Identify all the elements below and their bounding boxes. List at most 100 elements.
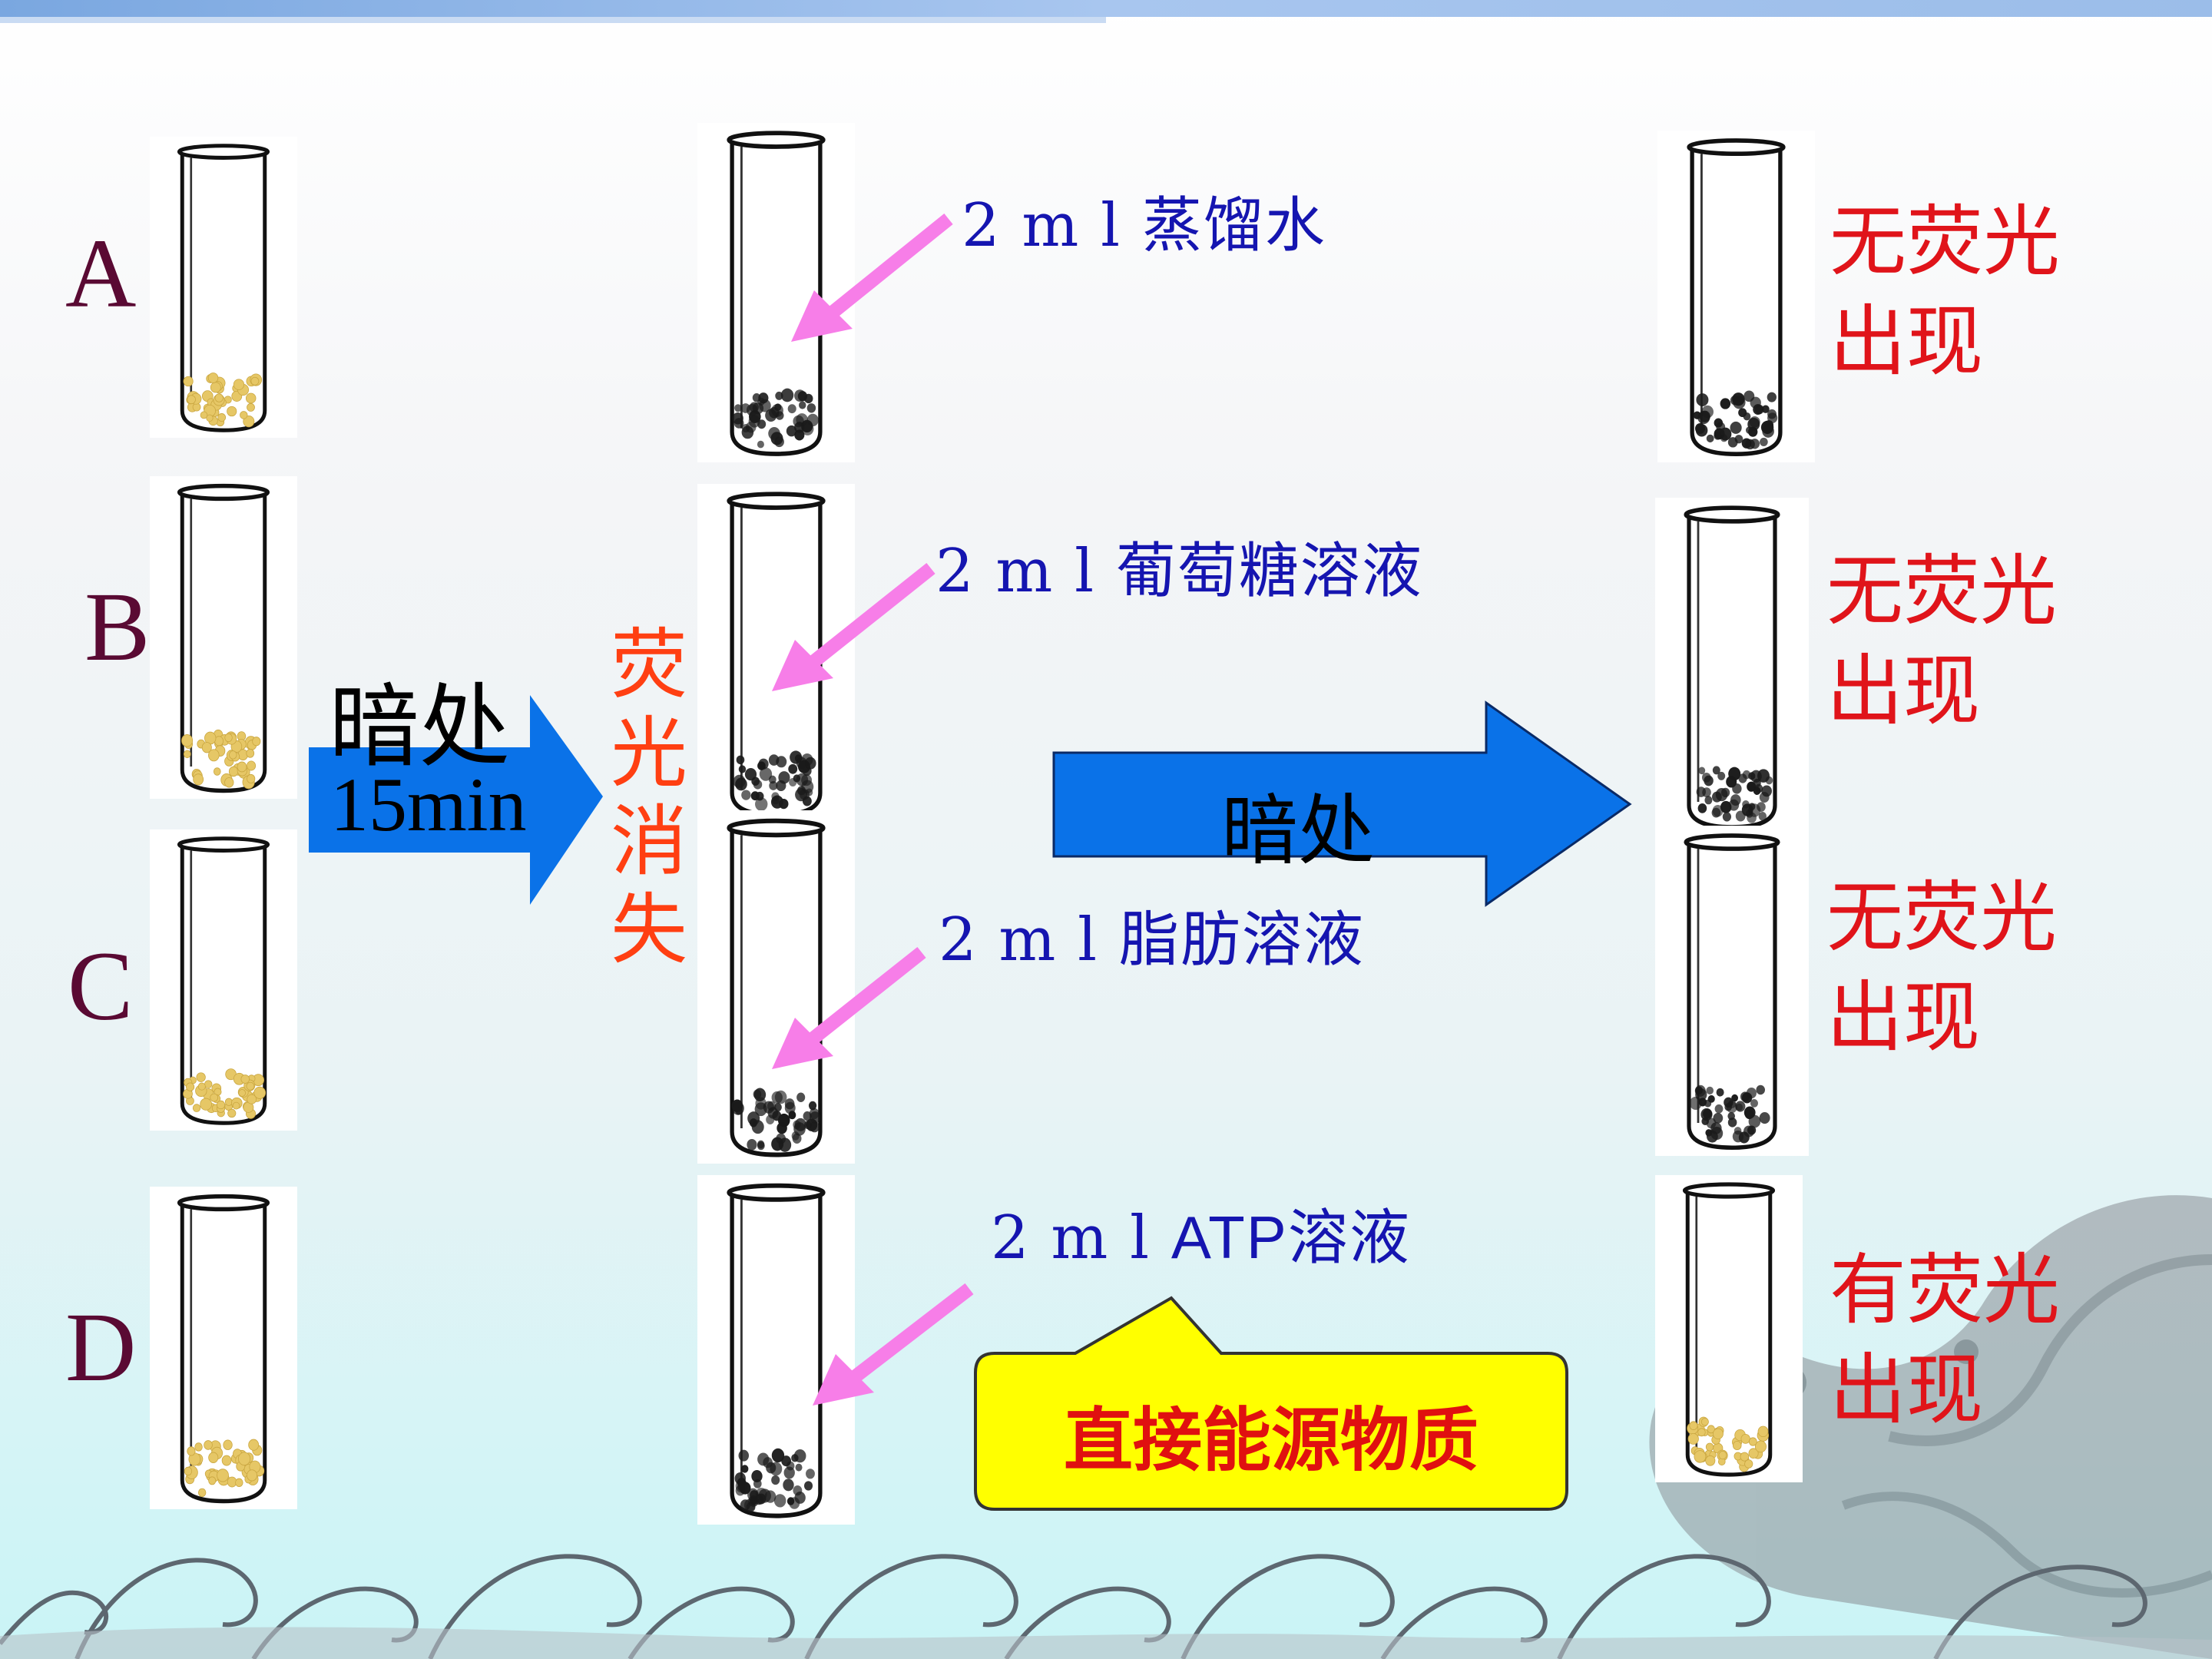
seed	[197, 1488, 207, 1498]
tube-glass	[180, 495, 267, 793]
seed	[1696, 393, 1709, 406]
seed	[774, 403, 782, 412]
seed	[751, 1470, 763, 1482]
seed	[243, 415, 255, 428]
seed	[201, 742, 212, 753]
seed	[794, 1492, 806, 1504]
seed	[1743, 390, 1755, 402]
seed	[757, 440, 764, 449]
seed	[794, 389, 806, 402]
seed	[756, 1493, 767, 1505]
seed	[1745, 439, 1755, 450]
seed	[1711, 807, 1721, 818]
quench-label: 荧 光 消 失	[607, 621, 691, 974]
seed	[771, 1448, 785, 1463]
seed	[186, 1082, 195, 1091]
seed	[246, 748, 255, 758]
seed	[771, 1091, 783, 1104]
seed	[253, 1086, 267, 1099]
seed	[194, 1442, 203, 1452]
step1-arrow	[309, 695, 603, 905]
reagent-name: 蒸馏水	[1141, 191, 1326, 260]
seed	[1767, 392, 1777, 402]
seed	[216, 1100, 226, 1110]
seed	[247, 773, 256, 784]
tube-rim	[1684, 505, 1780, 524]
seed	[1732, 1440, 1742, 1450]
seed	[200, 1098, 213, 1111]
seed	[1689, 1096, 1702, 1111]
seed	[1753, 778, 1761, 787]
seed	[1706, 434, 1714, 443]
seed	[791, 1454, 799, 1462]
seed	[223, 1439, 233, 1450]
seed	[1732, 392, 1745, 406]
tube-c-result	[1655, 826, 1809, 1156]
seed	[1713, 1112, 1724, 1124]
reagent-label-d: 2 m l ATP溶液	[991, 1207, 1411, 1268]
seed	[1700, 1108, 1713, 1121]
seed	[238, 1452, 251, 1466]
seed	[735, 1479, 748, 1493]
seed	[780, 388, 794, 402]
seed	[1714, 432, 1722, 440]
seed	[749, 402, 759, 412]
seed	[214, 393, 224, 402]
seed	[1705, 1455, 1716, 1466]
seed	[1735, 1101, 1746, 1112]
seed	[1694, 1450, 1707, 1463]
seed	[1705, 1442, 1714, 1452]
seed	[1762, 425, 1774, 438]
seed	[227, 406, 237, 417]
seed	[759, 767, 773, 781]
reagent-label-a: 2 m l 蒸馏水	[962, 196, 1326, 256]
seed	[1757, 1426, 1769, 1438]
tube-glass	[1687, 845, 1777, 1151]
reagent-amount: 2 m l	[939, 906, 1119, 975]
seed	[1747, 417, 1760, 431]
pointer-d	[813, 1283, 974, 1406]
seed	[794, 754, 803, 763]
seed	[1721, 787, 1730, 798]
reagent-pointers	[772, 213, 974, 1406]
seed	[227, 1108, 237, 1118]
seed	[1727, 1118, 1737, 1128]
seed	[208, 749, 220, 762]
test-tube-icon	[727, 492, 826, 817]
seed	[247, 1094, 257, 1104]
seed	[252, 737, 261, 747]
seed	[1696, 786, 1706, 797]
seed	[1689, 1421, 1698, 1431]
seed	[200, 411, 208, 419]
tube-d-result	[1655, 1175, 1803, 1482]
seed	[1747, 1125, 1757, 1135]
seed	[794, 429, 805, 441]
seed	[1748, 803, 1761, 817]
seed	[801, 422, 814, 435]
seed	[181, 733, 194, 747]
tube-rim	[1684, 833, 1780, 851]
seed	[1742, 770, 1751, 780]
test-tube-icon	[1687, 138, 1786, 457]
result-line: 出现	[1830, 1345, 1983, 1435]
seed	[224, 777, 234, 788]
pointer-b	[772, 562, 935, 691]
tube-c-reagent	[697, 810, 855, 1164]
result-line: 出现	[1826, 646, 1980, 736]
step1-label-dark: 暗处	[329, 674, 511, 780]
seed	[233, 379, 245, 390]
seed	[793, 1122, 806, 1136]
seed	[217, 413, 227, 422]
test-tube-icon	[1682, 1182, 1776, 1477]
tube-d-reagent	[697, 1175, 855, 1525]
seed	[1732, 1130, 1744, 1143]
seed	[738, 1449, 750, 1462]
seed	[1740, 1452, 1750, 1462]
seed	[210, 1093, 219, 1102]
seed	[184, 1466, 193, 1476]
wave-border-fill	[0, 1627, 2212, 1659]
seed	[183, 750, 191, 759]
seed	[747, 1139, 757, 1151]
